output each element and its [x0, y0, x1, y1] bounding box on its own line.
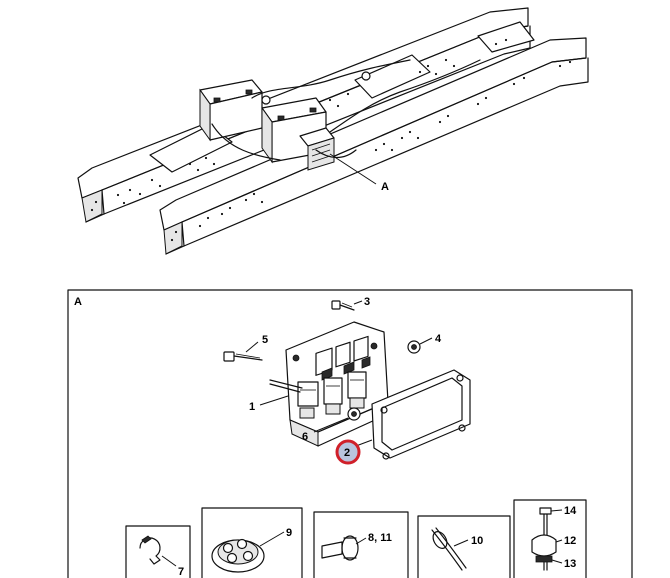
callout-4: 4: [435, 333, 442, 345]
callout-10: 10: [471, 535, 483, 547]
chassis-frame-overview: A: [77, 7, 589, 255]
callout-8-11: 8, 11: [368, 532, 392, 544]
detail-box-item-10: 10: [417, 515, 511, 578]
nut-item-6: [313, 407, 361, 433]
bolt-item-1: [259, 379, 303, 406]
callout-3: 3: [364, 296, 370, 308]
bolt-item-5: [223, 341, 263, 362]
callout-2: 2: [344, 447, 350, 459]
nut-item-4: [407, 337, 433, 354]
module-cover: [371, 369, 471, 460]
callout-9: 9: [286, 527, 292, 539]
callout-2-highlight: 2: [335, 439, 373, 465]
detail-box-item-8-11: 8, 11: [313, 511, 409, 578]
callout-a-label: A: [381, 181, 389, 193]
callout-5: 5: [262, 334, 268, 346]
detail-box-item-7: 7: [125, 525, 191, 578]
callout-6: 6: [302, 431, 308, 443]
rail-hole-pattern: [90, 38, 572, 242]
frame-module: [299, 127, 335, 171]
callout-1: 1: [249, 401, 255, 413]
detail-view-title: A: [74, 296, 82, 308]
bolt-item-3: [331, 300, 363, 311]
battery-box: [199, 79, 263, 142]
detail-box-item-12-14: 14 12 13: [513, 499, 587, 578]
callout-13: 13: [564, 558, 576, 570]
module-housing: [285, 321, 389, 447]
callout-a-leader: [329, 153, 377, 185]
callout-14: 14: [564, 505, 577, 517]
wiring-harness: [211, 59, 481, 161]
callout-7: 7: [178, 566, 184, 578]
detail-view-a: A: [67, 289, 633, 578]
callout-12: 12: [564, 535, 576, 547]
detail-box-item-9: 9: [201, 507, 303, 578]
